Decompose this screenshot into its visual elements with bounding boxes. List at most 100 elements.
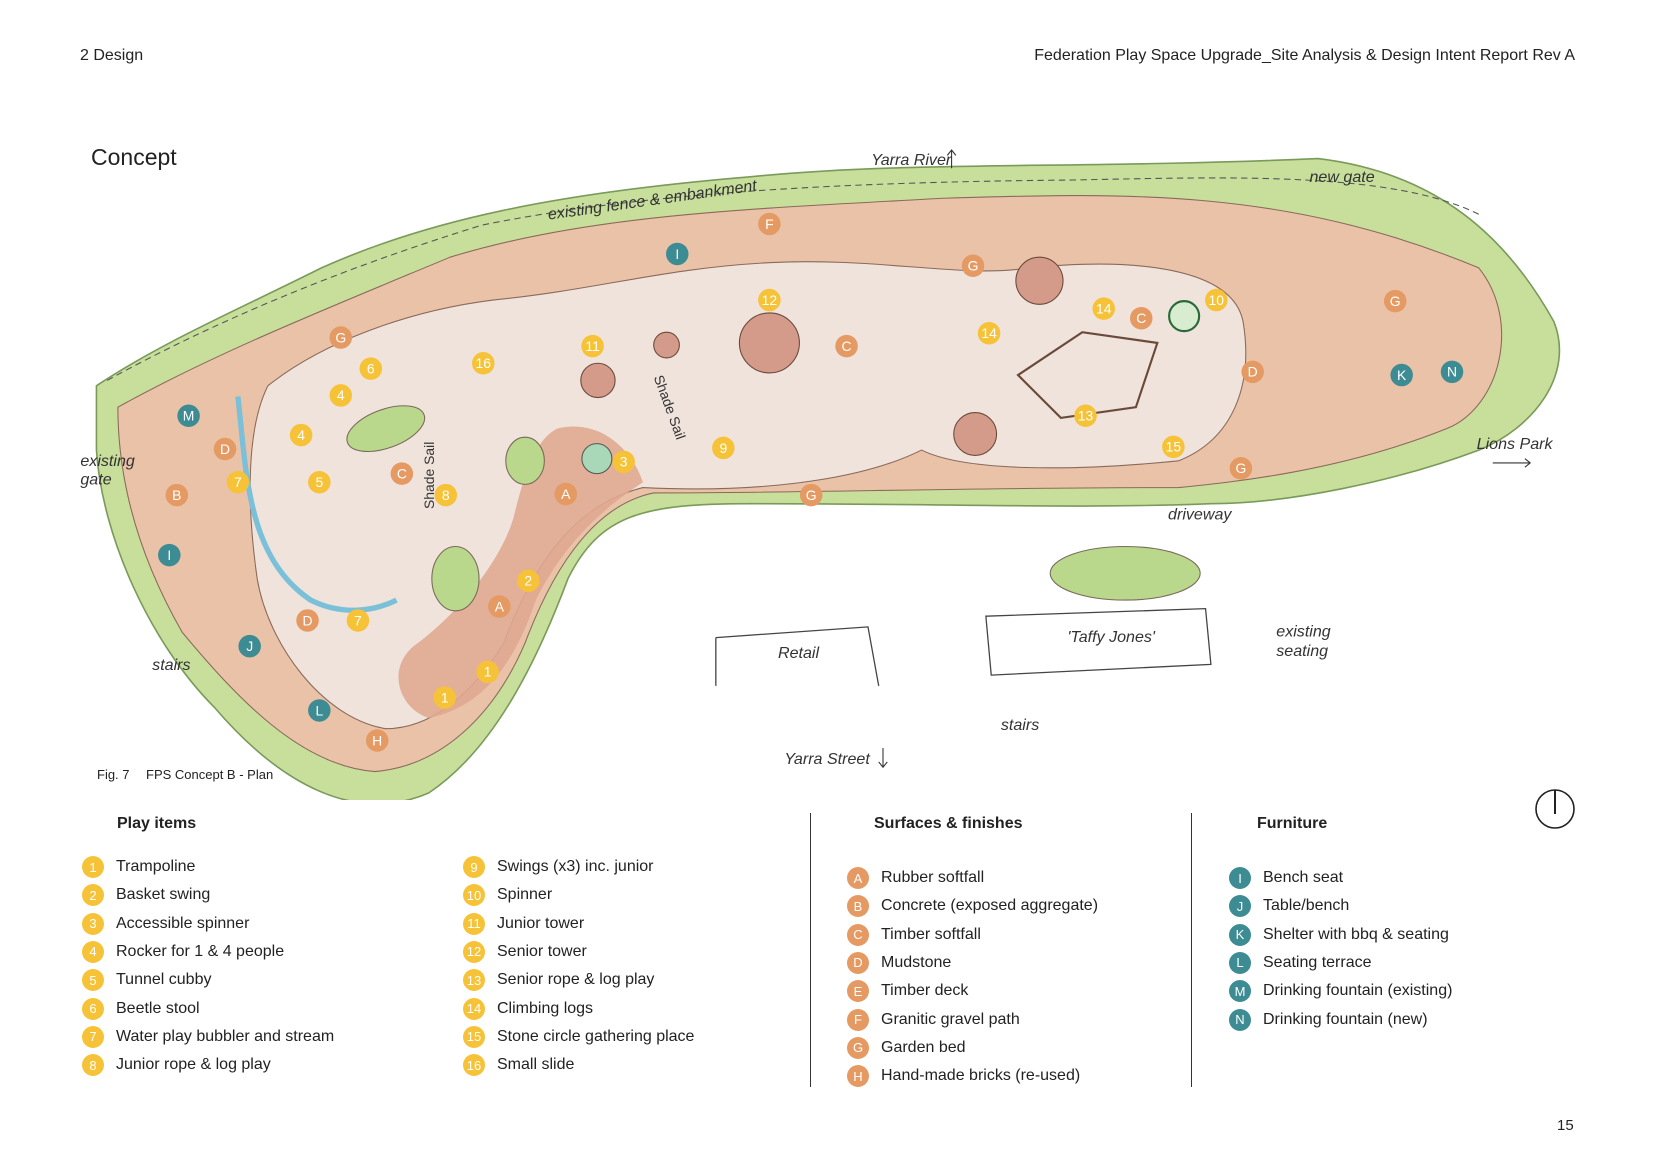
marker-label: I [167,547,171,563]
legend-key-badge: 16 [463,1054,485,1077]
marker-label: 1 [484,664,492,680]
figure-caption: FPS Concept B - Plan [146,767,274,782]
marker-label: 7 [234,474,242,490]
marker-circle [1229,457,1253,480]
marker-circle [977,322,1001,345]
label-new-gate: new gate [1309,168,1374,186]
legend-key-badge: 9 [463,856,485,878]
legend-label: Seating terrace [1263,953,1372,971]
legend-label: Water play bubbler and stream [116,1027,335,1045]
marker-label: 10 [1209,292,1225,308]
legend-key-badge: 12 [463,940,485,963]
marker-label: J [246,638,253,654]
garden-island [1049,545,1201,601]
concept-plan-map: Yarra River existing fence & embankment … [80,149,1561,800]
marker-circle [1390,363,1413,387]
marker-circle [346,609,370,632]
map-marker-play: 15 [1162,435,1185,459]
map-marker-surface: F [758,212,781,236]
marker-label: F [765,216,774,232]
label-existing-gate: existing [80,452,135,470]
map-marker-surface: D [1241,360,1264,384]
marker-label: A [561,486,571,502]
marker-circle [472,352,495,375]
map-marker-play: 2 [517,569,540,593]
map-marker-furniture: N [1440,360,1464,384]
map-marker-surface: G [329,326,353,349]
map-marker-furniture: L [308,699,331,722]
legend-item: 15 Stone circle gathering place [463,1025,694,1049]
marker-label: N [1447,364,1457,380]
legend-label: Stone circle gathering place [497,1027,695,1045]
marker-label: 5 [315,474,323,490]
map-marker-play: 8 [434,483,458,507]
legend-key-badge: K [1229,923,1251,946]
legend-item: 9 Swings (x3) inc. junior [463,855,654,879]
map-marker-surface: B [165,483,189,507]
legend-item: H Hand-made bricks (re-used) [847,1064,1080,1088]
marker-label: D [303,612,313,628]
marker-label: 7 [354,612,362,628]
label-yarra-river: Yarra River [871,151,952,169]
marker-circle [1162,435,1185,459]
marker-label: 1 [441,689,449,705]
legend-key-badge: H [847,1065,869,1088]
marker-label: 16 [476,355,492,371]
marker-circle [712,436,735,460]
mound [1015,256,1064,305]
legend-label: Junior tower [497,914,585,932]
legend-label: Spinner [497,886,553,904]
map-marker-furniture: M [177,404,200,428]
legend-label: Hand-made bricks (re-used) [881,1067,1081,1085]
marker-circle [1205,288,1228,312]
marker-circle [329,384,353,407]
legend-play-items-title: Play items [117,815,197,832]
marker-label: C [842,338,852,354]
marker-circle [488,595,511,618]
figure-number: Fig. 7 [97,767,130,782]
marker-label: B [172,487,181,503]
legend-key-badge: 15 [463,1025,485,1048]
label-stairs: stairs [152,656,190,674]
marker-circle [177,404,200,428]
legend-label: Basket swing [116,886,211,904]
map-marker-surface: G [1383,289,1407,313]
marker-label: G [968,258,979,274]
marker-circle [158,543,181,567]
marker-label: C [397,465,407,481]
page-number: 15 [1557,1117,1574,1134]
marker-label: I [675,246,679,262]
marker-label: 12 [762,292,778,308]
legend-key-badge: D [847,951,869,974]
senior-tower [738,312,800,374]
tower-roof [653,331,680,359]
legend-key-badge: 1 [82,856,104,878]
legend-label: Swings (x3) inc. junior [497,858,654,875]
legend-label: Rocker for 1 & 4 people [116,942,285,960]
marker-circle [1074,404,1097,428]
legend-label: Beetle stool [116,999,200,1017]
marker-circle [165,483,189,507]
map-marker-play: 3 [612,450,635,474]
legend-key-badge: 13 [463,969,485,992]
legend-key-badge: 8 [82,1054,104,1077]
marker-circle [1440,360,1464,384]
label-existing-seating: existing [1276,623,1331,641]
map-marker-furniture: J [238,634,261,658]
legend-key-badge: 7 [82,1025,104,1048]
marker-circle [434,483,458,507]
map-marker-surface: G [961,254,985,278]
marker-circle [1092,297,1115,320]
legend-divider [810,813,811,1087]
map-marker-surface: D [296,609,319,632]
marker-label: G [1390,293,1401,309]
label-retail: Retail [778,644,819,662]
junior-tower [580,362,616,399]
